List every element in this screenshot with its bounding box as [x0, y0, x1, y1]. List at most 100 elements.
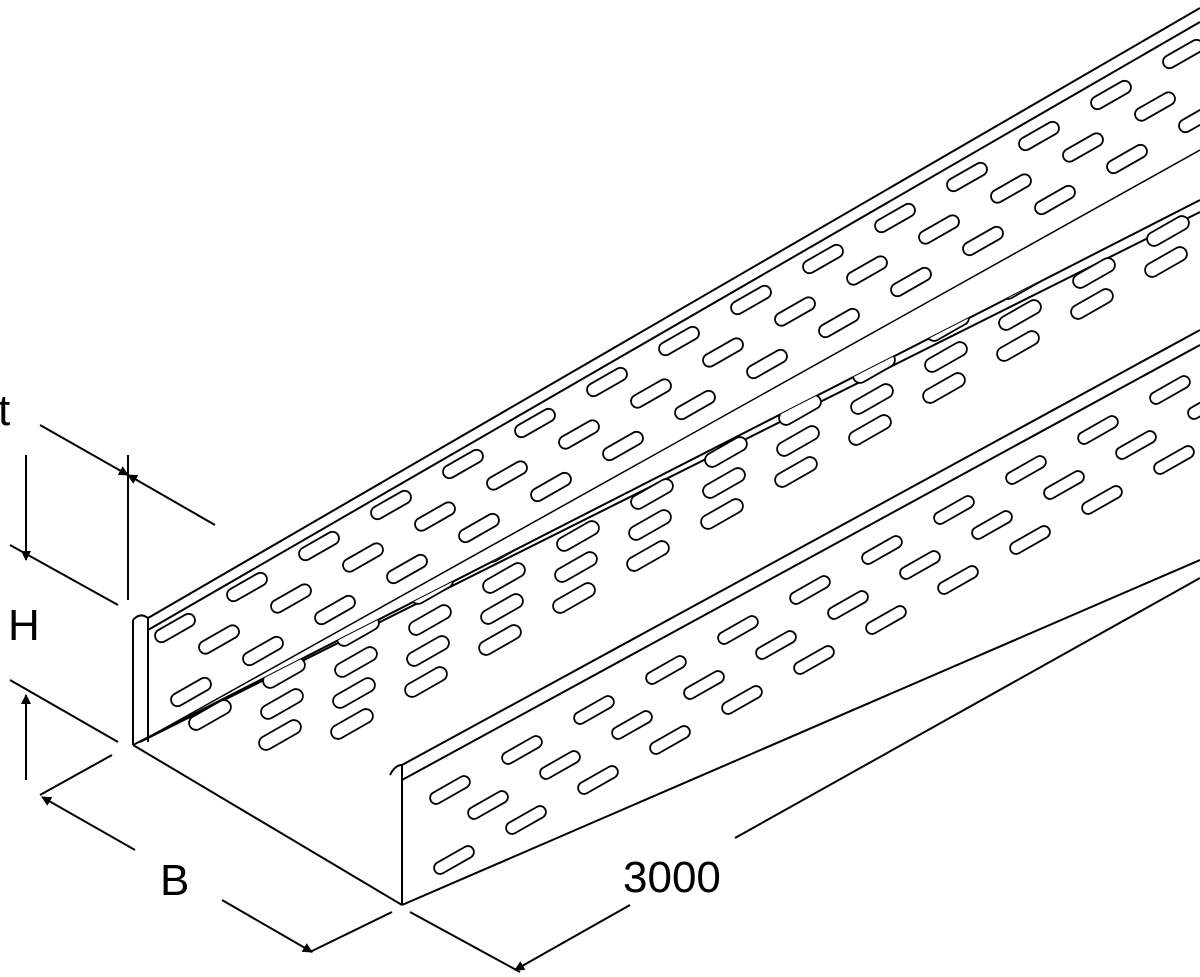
- floor-slot: [704, 436, 748, 468]
- floor-slot: [482, 562, 526, 594]
- left-wall-top-edge: [132, 7, 1200, 621]
- floor-slot: [406, 635, 450, 667]
- wall-slot: [442, 448, 484, 480]
- wall-slot: [505, 805, 547, 835]
- wall-slot: [846, 255, 888, 286]
- wall-slot: [818, 307, 860, 339]
- dimension-width: [39, 754, 393, 953]
- tray-outline: [132, 7, 1200, 906]
- wall-slot: [674, 389, 716, 421]
- wall-slot: [530, 471, 572, 503]
- wall-slot: [789, 575, 831, 605]
- wall-slot: [899, 550, 941, 580]
- wall-slot: [577, 765, 619, 795]
- wall-slot: [1005, 455, 1047, 485]
- wall-slot: [861, 535, 903, 565]
- wall-slot: [433, 845, 475, 875]
- floor-slot: [922, 372, 966, 404]
- wall-slot: [990, 173, 1032, 204]
- floor-slot: [1146, 215, 1190, 247]
- wall-slot: [414, 501, 456, 532]
- length-extension-left: [409, 911, 521, 973]
- wall-slot: [1034, 184, 1076, 216]
- wall-slot: [1134, 91, 1176, 122]
- wall-slot: [1153, 445, 1195, 475]
- width-arrow-left: [41, 796, 136, 851]
- wall-slot: [586, 366, 628, 398]
- wall-slot: [874, 202, 916, 234]
- width-extension-left: [39, 754, 113, 796]
- floor-slot: [1002, 237, 1046, 269]
- left-wall-perforations: [154, 38, 1200, 708]
- wall-slot: [386, 553, 428, 585]
- width-label: B: [160, 856, 189, 905]
- floor-slot: [188, 699, 232, 731]
- floor-slot: [478, 624, 522, 656]
- wall-slot: [649, 725, 691, 755]
- wall-slot: [314, 594, 356, 626]
- wall-slot: [467, 790, 509, 820]
- floor-slot: [336, 615, 380, 647]
- wall-slot: [1106, 143, 1148, 175]
- wall-slot: [937, 565, 979, 595]
- right-floor-bend: [401, 344, 1200, 781]
- wall-slot: [630, 378, 672, 409]
- wall-slot: [755, 630, 797, 660]
- wall-slot: [1043, 470, 1085, 500]
- wall-slot: [721, 685, 763, 715]
- wall-slot: [933, 495, 975, 525]
- floor-slot: [260, 688, 304, 720]
- wall-slot: [1062, 132, 1104, 163]
- wall-slot: [170, 676, 212, 708]
- floor-slot: [854, 321, 898, 353]
- dimension-height: [9, 455, 119, 780]
- floor-slot: [630, 478, 674, 510]
- floor-slot: [1072, 257, 1116, 289]
- floor-slot: [700, 498, 744, 530]
- thickness-leader-right: [127, 474, 216, 526]
- wall-slot: [717, 615, 759, 645]
- length-arrow-left: [514, 904, 631, 971]
- floor-slot: [628, 509, 672, 541]
- wall-slot: [486, 460, 528, 491]
- floor-slot: [776, 425, 820, 457]
- wall-slot: [226, 571, 268, 603]
- length-dimension-line: [734, 577, 1200, 839]
- wall-slot: [774, 296, 816, 327]
- width-arrow-right: [221, 899, 313, 953]
- left-wall-top-lip: [147, 21, 1200, 631]
- floor-slot: [848, 414, 892, 446]
- wall-slot: [1018, 120, 1060, 152]
- wall-slot: [918, 214, 960, 245]
- wall-slot: [514, 407, 556, 439]
- wall-slot: [611, 710, 653, 740]
- wall-slot: [1009, 525, 1051, 555]
- wall-slot: [242, 635, 284, 667]
- width-extension-right: [309, 911, 393, 953]
- floor-slot: [928, 279, 972, 311]
- floor-slot: [996, 330, 1040, 362]
- wall-slot: [865, 605, 907, 635]
- wall-slot: [1115, 430, 1157, 460]
- wall-slot: [1162, 38, 1200, 70]
- floor-slot: [1148, 200, 1192, 216]
- right-wall-bottom-edge: [401, 559, 1200, 906]
- floor-slot: [1000, 268, 1044, 300]
- floor-slot: [702, 467, 746, 499]
- wall-slot: [1077, 415, 1119, 445]
- floor-slot: [556, 520, 600, 552]
- floor-slot: [410, 573, 454, 605]
- floor-slot: [924, 341, 968, 373]
- height-label: H: [8, 601, 40, 650]
- floor-slot: [780, 363, 824, 395]
- floor-slot: [552, 582, 596, 614]
- floor-slot: [1070, 288, 1114, 320]
- height-extension-bottom: [9, 679, 119, 743]
- wall-slot: [501, 735, 543, 765]
- wall-slot: [573, 695, 615, 725]
- wall-slot: [198, 624, 240, 655]
- wall-slot: [298, 530, 340, 562]
- wall-slot: [270, 583, 312, 614]
- floor-slot: [1144, 246, 1188, 278]
